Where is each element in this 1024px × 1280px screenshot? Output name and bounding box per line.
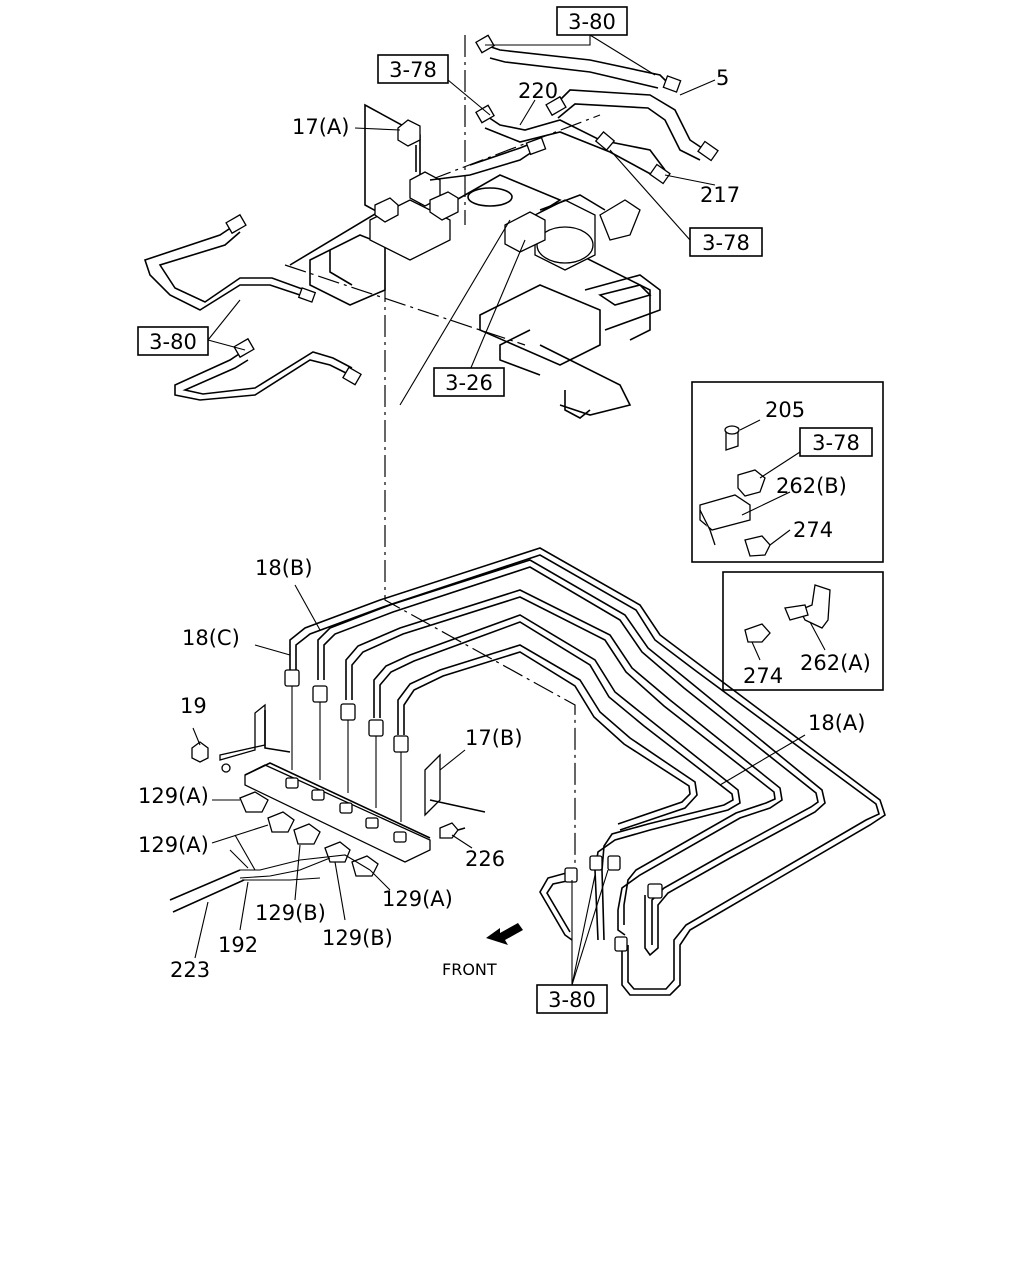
label-262b: 262(B) — [776, 474, 847, 498]
label-129a-mid: 129(A) — [138, 833, 209, 857]
label-front: FRONT — [442, 960, 497, 979]
ref-3-78-top: 3-78 — [389, 58, 437, 82]
label-217: 217 — [700, 183, 740, 207]
front-arrow-icon — [486, 923, 523, 945]
label-262a: 262(A) — [800, 651, 871, 675]
ref-3-78-right: 3-78 — [702, 231, 750, 255]
ref-3-26: 3-26 — [445, 371, 493, 395]
label-18a: 18(A) — [808, 711, 865, 735]
ref-3-80-top: 3-80 — [568, 10, 616, 34]
label-18b: 18(B) — [255, 556, 313, 580]
label-274-inset-a: 274 — [743, 664, 783, 688]
inset-clip-b — [691, 381, 884, 563]
label-19: 19 — [180, 694, 207, 718]
lower-pipe-bundle — [169, 547, 886, 996]
ref-3-78-inset: 3-78 — [812, 431, 860, 455]
label-192: 192 — [218, 933, 258, 957]
upper-assembly — [143, 34, 719, 870]
label-129b-left: 129(B) — [255, 901, 326, 925]
label-17a: 17(A) — [292, 115, 349, 139]
label-205: 205 — [765, 398, 805, 422]
label-220: 220 — [518, 79, 558, 103]
ref-3-80-left: 3-80 — [149, 330, 197, 354]
label-129a-right: 129(A) — [382, 887, 453, 911]
label-223: 223 — [170, 958, 210, 982]
label-18c: 18(C) — [182, 626, 240, 650]
label-274-inset-b: 274 — [793, 518, 833, 542]
label-5: 5 — [716, 66, 729, 90]
part-labels: 5 220 17(A) 217 205 262(B) 274 274 262(A… — [138, 66, 871, 982]
reference-boxes: 3-80 3-78 3-78 3-80 3-26 3-78 3-80 — [137, 6, 873, 1014]
ref-3-80-bottom: 3-80 — [548, 988, 596, 1012]
inset-clip-a — [722, 571, 884, 691]
label-226: 226 — [465, 847, 505, 871]
label-129a-top: 129(A) — [138, 784, 209, 808]
label-17b: 17(B) — [465, 726, 523, 750]
label-129b-right: 129(B) — [322, 926, 393, 950]
